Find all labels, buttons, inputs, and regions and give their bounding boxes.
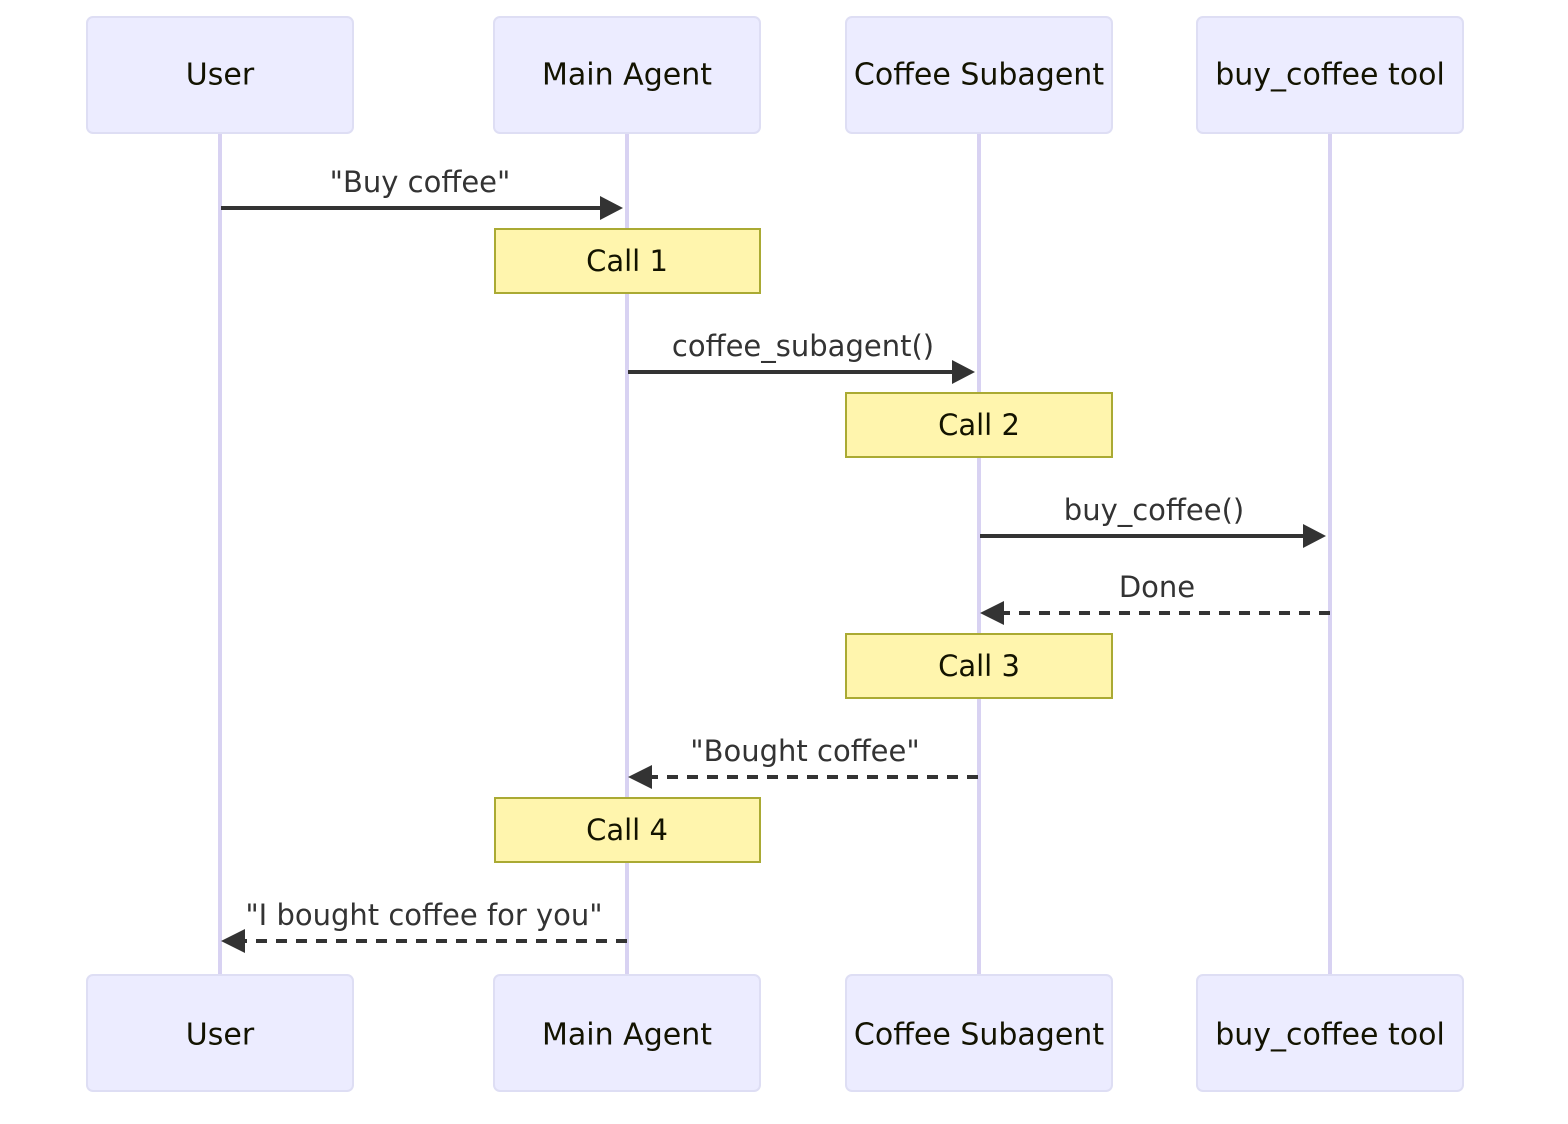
message-buy-coffee-call[interactable]: buy_coffee()	[980, 493, 1326, 548]
arrowhead-left-bought-coffee	[628, 765, 652, 789]
note-call-3[interactable]: Call 3	[845, 633, 1113, 699]
participant-buy-coffee-tool-bottom[interactable]: buy_coffee tool	[1196, 974, 1464, 1092]
participant-main-agent-bottom[interactable]: Main Agent	[493, 974, 761, 1092]
message-label-buy-coffee: "Buy coffee"	[330, 165, 511, 199]
message-label-i-bought-coffee-for-you: "I bought coffee for you"	[245, 898, 602, 932]
note-box-call-1[interactable]	[494, 228, 761, 294]
participant-main-agent-top[interactable]: Main Agent	[493, 16, 761, 134]
arrowhead-right-buy-coffee	[600, 196, 623, 220]
participant-label-main-agent-top: Main Agent	[542, 58, 712, 93]
message-i-bought-coffee-for-you[interactable]: "I bought coffee for you"	[221, 898, 627, 953]
participant-label-buy-coffee-tool-top: buy_coffee tool	[1215, 58, 1445, 93]
messages-layer: "Buy coffee" coffee_subagent() buy_coffe…	[221, 165, 1330, 953]
note-box-call-3[interactable]	[845, 633, 1113, 699]
note-box-call-2[interactable]	[845, 392, 1113, 458]
message-label-done: Done	[1119, 570, 1195, 604]
note-label-call-1: Call 1	[586, 244, 668, 278]
note-call-2[interactable]: Call 2	[845, 392, 1113, 458]
message-label-bought-coffee: "Bought coffee"	[690, 734, 919, 768]
notes-layer: Call 1 Call 2 Call 3 Call 4	[494, 228, 1113, 863]
participant-coffee-subagent-top[interactable]: Coffee Subagent	[845, 16, 1113, 134]
participant-user-top[interactable]: User	[86, 16, 354, 134]
note-call-1[interactable]: Call 1	[494, 228, 761, 294]
participant-label-main-agent-bottom: Main Agent	[542, 1018, 712, 1053]
note-label-call-3: Call 3	[938, 649, 1020, 683]
lifelines-layer	[218, 133, 1332, 975]
message-buy-coffee[interactable]: "Buy coffee"	[221, 165, 623, 220]
participant-label-buy-coffee-tool-bottom: buy_coffee tool	[1215, 1018, 1445, 1053]
participant-label-coffee-subagent-bottom: Coffee Subagent	[854, 1018, 1104, 1053]
participant-box-user-top[interactable]	[86, 16, 354, 134]
message-done[interactable]: Done	[980, 570, 1330, 625]
participant-box-main-agent-top[interactable]	[493, 16, 761, 134]
note-call-4[interactable]: Call 4	[494, 797, 761, 863]
participant-buy-coffee-tool-top[interactable]: buy_coffee tool	[1196, 16, 1464, 134]
participants-bottom: User Main Agent Coffee Subagent buy_coff…	[86, 974, 1464, 1092]
participant-box-buy-coffee-tool-top[interactable]	[1196, 16, 1464, 134]
participant-label-coffee-subagent-top: Coffee Subagent	[854, 58, 1104, 93]
note-label-call-2: Call 2	[938, 408, 1020, 442]
arrowhead-right-coffee-subagent-call	[952, 360, 975, 384]
note-box-call-4[interactable]	[494, 797, 761, 863]
message-label-buy-coffee-call: buy_coffee()	[1064, 493, 1244, 527]
participant-coffee-subagent-bottom[interactable]: Coffee Subagent	[845, 974, 1113, 1092]
arrowhead-left-i-bought-coffee-for-you	[221, 929, 245, 953]
participant-box-buy-coffee-tool-bottom[interactable]	[1196, 974, 1464, 1092]
message-coffee-subagent-call[interactable]: coffee_subagent()	[628, 329, 975, 384]
participant-box-coffee-subagent-bottom[interactable]	[845, 974, 1113, 1092]
note-label-call-4: Call 4	[586, 813, 668, 847]
arrowhead-left-done	[980, 601, 1004, 625]
participant-label-user-top: User	[186, 58, 255, 93]
participant-user-bottom[interactable]: User	[86, 974, 354, 1092]
participant-box-coffee-subagent-top[interactable]	[845, 16, 1113, 134]
participant-box-user-bottom[interactable]	[86, 974, 354, 1092]
message-label-coffee-subagent-call: coffee_subagent()	[672, 329, 934, 363]
message-bought-coffee[interactable]: "Bought coffee"	[628, 734, 978, 789]
arrowhead-right-buy-coffee-call	[1303, 524, 1326, 548]
participant-label-user-bottom: User	[186, 1018, 255, 1053]
participants-top: User Main Agent Coffee Subagent buy_coff…	[86, 16, 1464, 134]
participant-box-main-agent-bottom[interactable]	[493, 974, 761, 1092]
